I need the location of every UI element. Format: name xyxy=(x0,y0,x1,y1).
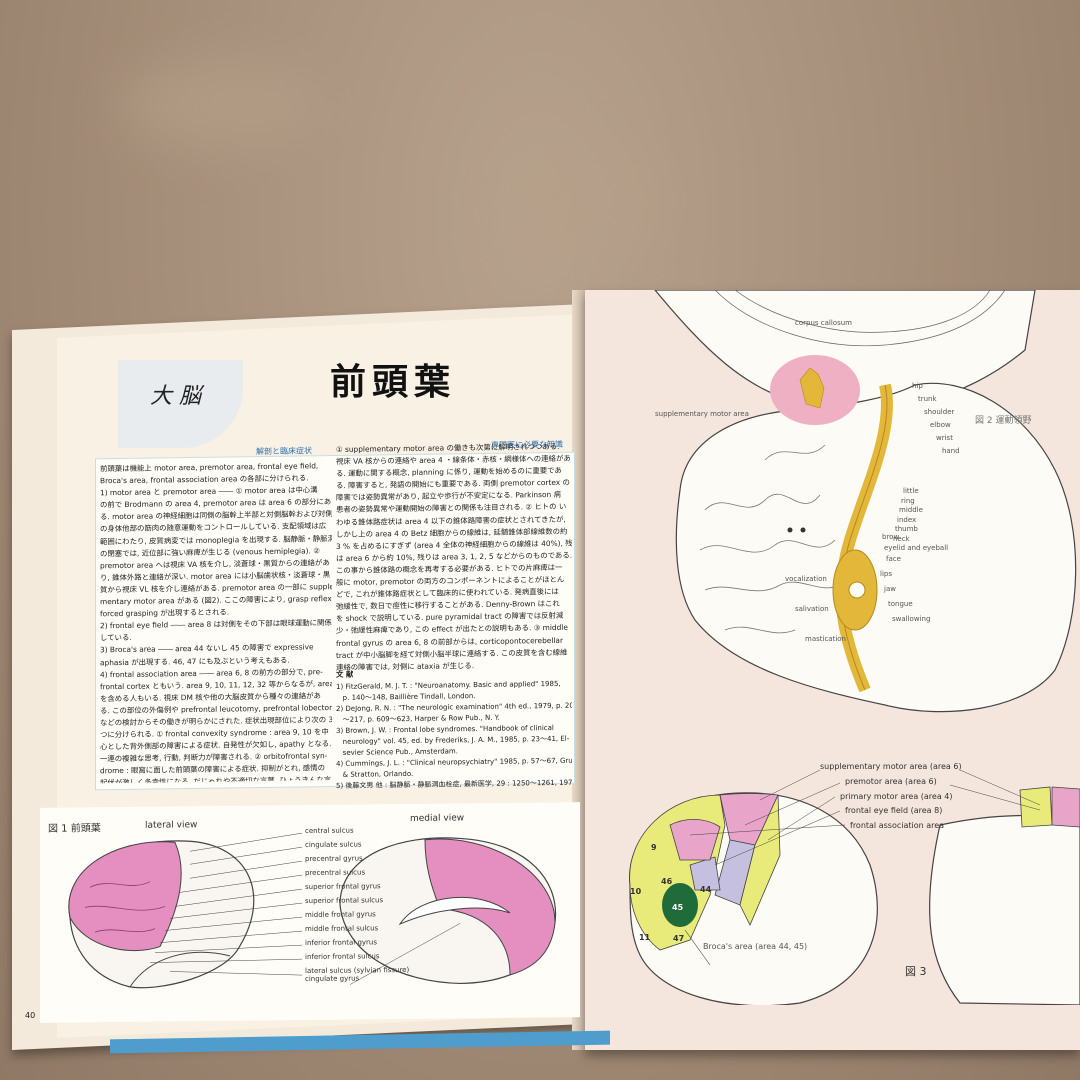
column-1-text: 前頭葉は機能上 motor area, premotor area, front… xyxy=(100,460,332,783)
figure-label: shoulder xyxy=(924,408,955,416)
figure-label: index xyxy=(897,515,917,524)
figure-1-label: central sulcus xyxy=(305,826,354,836)
lateral-frontal-lobe xyxy=(68,841,182,952)
figure-label: trunk xyxy=(918,395,937,403)
section-tab xyxy=(118,360,243,448)
figure-1-label: inferior frontal gyrus xyxy=(305,938,378,948)
figure-1-label: middle frontal sulcus xyxy=(305,924,379,934)
figure-label: swallowing xyxy=(892,615,931,623)
carpet-texture xyxy=(120,60,320,150)
figure-label: hand xyxy=(942,447,960,455)
figure-label: elbow xyxy=(930,421,951,429)
figure-1-label: inferior frontal sulcus xyxy=(305,952,380,962)
figure-label: mastication xyxy=(805,635,846,643)
sma-homunculus xyxy=(799,367,825,409)
brain-gyri xyxy=(699,444,841,634)
figure-3-label: supplementary motor area (area 6) xyxy=(820,762,962,771)
sma-label: supplementary motor area xyxy=(655,410,749,418)
figure-label: little xyxy=(903,487,919,495)
broca-label: Broca's area (area 44, 45) xyxy=(703,942,808,951)
figure-label: tongue xyxy=(888,600,913,608)
figure-2-caption: 図 2 運動領野 xyxy=(975,416,1032,426)
figure-3-label: premotor area (area 6) xyxy=(845,777,937,786)
figure-label: hip xyxy=(912,382,923,390)
area-number: 47 xyxy=(673,934,685,943)
figure-1-label: precentral gyrus xyxy=(305,854,363,864)
carpet-texture xyxy=(500,140,660,260)
lateral-gyri xyxy=(84,881,166,933)
primary-motor-region xyxy=(739,794,781,926)
area-number: 11 xyxy=(639,933,651,942)
figure-label: thumb xyxy=(895,525,918,533)
figure-3-label: primary motor area (area 4) xyxy=(840,792,953,801)
figure-3-caption: 図 3 xyxy=(905,965,927,978)
fig3-medial-brain xyxy=(928,814,1080,1005)
area-number: 45 xyxy=(672,903,684,912)
figure-label: face xyxy=(886,555,901,563)
figure-label: salivation xyxy=(795,605,829,613)
area-number: 46 xyxy=(661,877,673,886)
corpus-callosum-medial xyxy=(398,896,511,926)
figure-label: jaw xyxy=(884,585,896,593)
figure-3-label: frontal eye field (area 8) xyxy=(845,806,943,815)
broca-area-region xyxy=(662,883,698,927)
figure-label: neck xyxy=(893,534,910,543)
lateral-sulcus-line xyxy=(129,951,231,988)
figure-1-label: cingulate sulcus xyxy=(305,840,362,850)
references-title: 文 献 xyxy=(336,669,354,679)
text-box: 解剖と臨床症状 専門医に必要な知識 前頭葉は機能上 motor area, pr… xyxy=(95,440,575,792)
figure-3-label: frontal association area xyxy=(850,821,945,830)
figure-1-label: middle frontal gyrus xyxy=(305,910,376,920)
figure-1-label: cingulate gyrus xyxy=(305,974,360,984)
figure-label: vocalization xyxy=(785,575,827,583)
figure-1-label: superior frontal sulcus xyxy=(305,896,384,906)
figure-label: eyelid and eyeball xyxy=(884,544,949,552)
figure-1-drawing xyxy=(68,832,557,989)
page-number: 40 xyxy=(25,1011,36,1020)
brain-lateral-drawing xyxy=(675,382,1077,713)
section-label: 大 脳 xyxy=(150,384,201,409)
figure-label: brow xyxy=(882,533,900,541)
column-2-text: ① supplementary motor area の働きも次第に解明されつつ… xyxy=(336,441,572,676)
figure-2-drawing xyxy=(654,290,1077,713)
fig3-leader-lines xyxy=(689,769,1041,866)
col1-header: 解剖と臨床症状 xyxy=(256,446,312,457)
corpus-callosum-label: corpus callosum xyxy=(795,319,852,327)
area-9-region xyxy=(669,818,721,861)
figure-label: lips xyxy=(880,570,892,578)
area-number: 10 xyxy=(630,887,642,896)
area-number: 9 xyxy=(651,843,657,852)
figure-1: 図 1 前頭葉 lateral view medial view central… xyxy=(40,802,580,1023)
references-list: 1) FitzGerald, M. J. T. : "Neuroanatomy.… xyxy=(336,679,572,792)
figure-1-label: superior frontal gyrus xyxy=(305,882,381,892)
figure-label: wrist xyxy=(936,434,953,442)
figure-label: middle xyxy=(899,506,923,514)
col2-line: 連絡の障害では, 対側に ataxia が生じる. xyxy=(336,660,475,672)
homunculus-eye xyxy=(848,581,866,599)
area-number: 44 xyxy=(700,885,712,894)
figure-label: ring xyxy=(901,496,915,505)
page-title: 前頭葉 xyxy=(330,362,457,403)
motor-strip-outline xyxy=(841,384,888,691)
figure-1-label: precentral sulcus xyxy=(305,868,366,878)
figure-3-drawing xyxy=(629,769,1080,1005)
